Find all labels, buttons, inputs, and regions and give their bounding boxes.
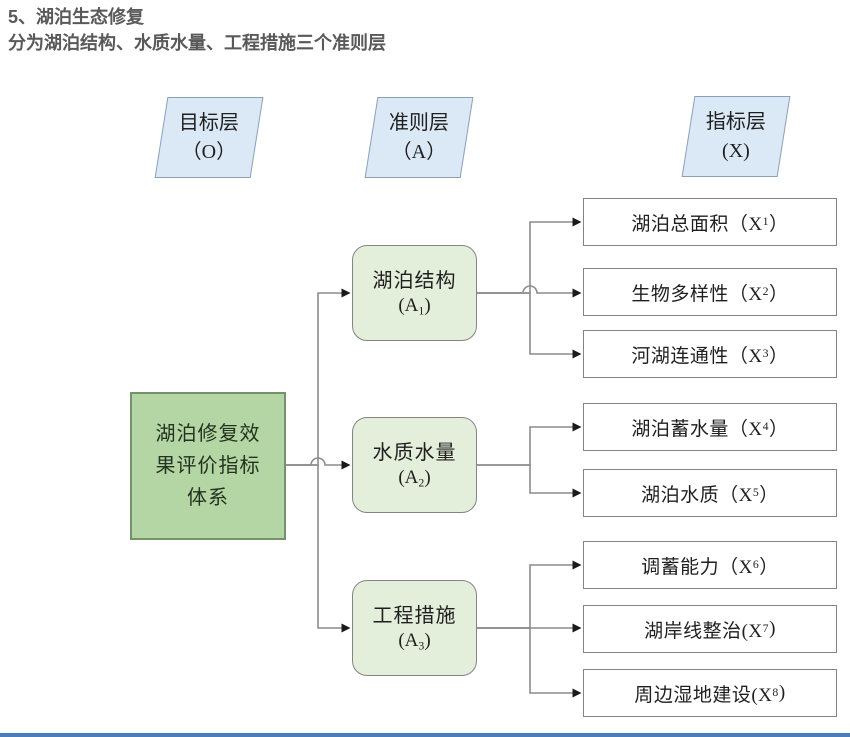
- layer-header-indicator-title: 指标层: [706, 110, 766, 133]
- layer-header-goal-code: （O）: [181, 140, 237, 163]
- edge-a1-x1: [477, 217, 582, 294]
- edge-a1-x2: [477, 285, 582, 298]
- criteria-box-a2: 水质水量 (A2): [352, 417, 477, 513]
- layer-header-criteria: 准则层 （A）: [364, 97, 474, 178]
- edge-a3-x8: [477, 627, 582, 698]
- criteria-a2-label: 水质水量: [372, 442, 457, 464]
- layer-header-indicator: 指标层 (X): [681, 96, 791, 177]
- goal-box: 湖泊修复效果评价指标体系: [130, 392, 286, 540]
- criteria-a1-label: 湖泊结构: [372, 270, 457, 292]
- edge-a2-x4: [477, 422, 582, 466]
- edge-o-a3: [286, 464, 351, 633]
- layer-header-goal: 目标层 （O）: [154, 97, 264, 178]
- goal-box-label: 湖泊修复效果评价指标体系: [155, 423, 261, 509]
- page-subtitle: 分为湖泊结构、水质水量、工程措施三个准则层: [8, 33, 386, 53]
- criteria-a3-code: (A3): [398, 630, 431, 653]
- criteria-a1-code: (A1): [398, 295, 431, 318]
- layer-header-criteria-title: 准则层: [389, 111, 449, 134]
- layer-header-goal-title: 目标层: [179, 111, 239, 134]
- edge-a3-x6: [477, 560, 582, 629]
- edge-o-a2: [286, 457, 351, 470]
- criteria-a3-label: 工程措施: [372, 605, 457, 627]
- layer-header-indicator-code: (X): [722, 139, 750, 162]
- edge-a2-x5: [477, 464, 582, 498]
- criteria-a2-code: (A2): [398, 467, 431, 490]
- page-title: 5、湖泊生态修复: [8, 7, 145, 27]
- edge-a1-x3: [477, 292, 582, 359]
- bottom-divider-bar: [0, 733, 850, 737]
- criteria-box-a1: 湖泊结构 (A1): [352, 245, 477, 341]
- edge-o-a1: [286, 288, 351, 466]
- criteria-box-a3: 工程措施 (A3): [352, 580, 477, 676]
- layer-header-criteria-code: （A）: [391, 140, 447, 163]
